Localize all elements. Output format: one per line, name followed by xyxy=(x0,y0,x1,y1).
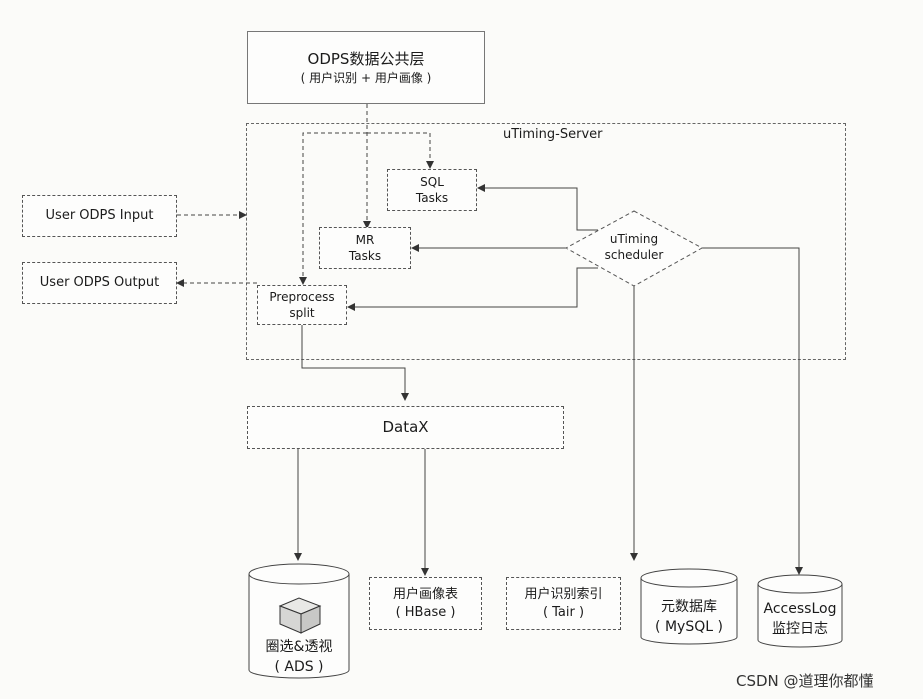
sql-tasks-line2: Tasks xyxy=(415,191,449,205)
sql-tasks-box: SQL Tasks xyxy=(387,169,477,211)
box-icon xyxy=(278,597,322,634)
preprocess-to-datax-arrow xyxy=(301,325,409,401)
ads-label: 圈选&透视 ( ADS ) xyxy=(249,638,349,677)
scheduler-to-sql-arrow xyxy=(477,184,598,231)
datax-box: DataX xyxy=(247,406,564,449)
tair-line1: 用户识别索引 xyxy=(524,586,603,602)
scheduler-to-preprocess-arrow xyxy=(347,267,598,311)
hbase-box: 用户画像表 ( HBase ) xyxy=(369,577,482,630)
ads-line2: ( ADS ) xyxy=(274,658,324,675)
accesslog-cylinder xyxy=(757,574,843,648)
tair-line2: ( Tair ) xyxy=(542,604,585,620)
accesslog-line2: 监控日志 xyxy=(772,620,828,637)
mysql-label: 元数据库 ( MySQL ) xyxy=(641,598,737,637)
mysql-line2: ( MySQL ) xyxy=(655,618,723,635)
scheduler-line2: scheduler xyxy=(604,248,664,263)
odps-to-sql-arrow xyxy=(367,132,434,169)
sql-tasks-line1: SQL xyxy=(420,174,444,189)
user-odps-input-box: User ODPS Input xyxy=(22,195,177,237)
csdn-watermark: CSDN @道理你都懂 xyxy=(736,672,874,690)
preprocess-split-box: Preprocess split xyxy=(257,285,347,325)
ads-line1: 圈选&透视 xyxy=(265,639,333,655)
odps-to-preprocess-arrow xyxy=(299,132,367,285)
mr-tasks-box: MR Tasks xyxy=(319,227,411,269)
hbase-line2: ( HBase ) xyxy=(395,604,456,620)
tair-box: 用户识别索引 ( Tair ) xyxy=(506,577,621,630)
user-output-label: User ODPS Output xyxy=(39,275,160,291)
preprocess-line1: Preprocess xyxy=(269,289,335,304)
scheduler-label: uTiming scheduler xyxy=(580,231,688,263)
mr-tasks-line2: Tasks xyxy=(348,249,382,263)
datax-label: DataX xyxy=(382,418,429,437)
scheduler-to-accesslog-arrow xyxy=(700,247,803,575)
odps-layer-title: ODPS数据公共层 xyxy=(307,50,425,69)
user-input-label: User ODPS Input xyxy=(45,208,154,224)
utiming-server-region xyxy=(246,123,846,360)
mr-tasks-line1: MR xyxy=(355,232,375,247)
odps-common-layer-box: ODPS数据公共层 ( 用户识别 + 用户画像 ) xyxy=(247,31,485,104)
odps-layer-subtitle: ( 用户识别 + 用户画像 ) xyxy=(300,70,432,85)
scheduler-line1: uTiming xyxy=(609,232,659,246)
scheduler-diamond xyxy=(564,210,704,287)
user-odps-output-box: User ODPS Output xyxy=(22,262,177,304)
utiming-server-label: uTiming-Server xyxy=(503,127,603,142)
hbase-line1: 用户画像表 xyxy=(392,586,458,602)
accesslog-line1: AccessLog xyxy=(763,601,837,617)
mysql-line1: 元数据库 xyxy=(661,599,717,615)
accesslog-label: AccessLog 监控日志 xyxy=(758,600,842,639)
preprocess-line2: split xyxy=(289,306,315,320)
mysql-cylinder xyxy=(640,568,738,645)
